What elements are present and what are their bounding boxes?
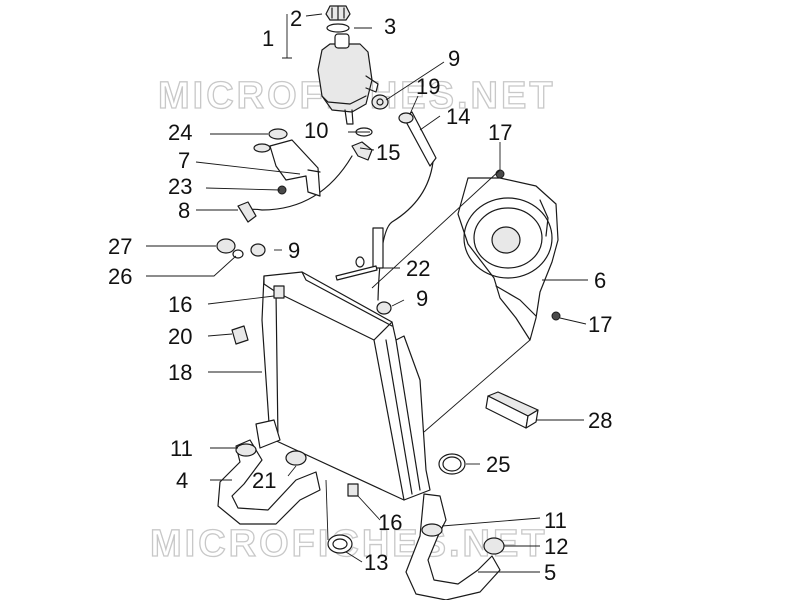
callout-25: 25 [486,452,510,477]
callout-4: 4 [176,468,188,493]
callout-28: 28 [588,408,612,433]
callout-9-right: 9 [416,286,428,311]
callout-19: 19 [416,74,440,99]
clamp-25 [438,453,466,475]
clamp-12 [483,537,505,555]
hose-4 [217,419,321,525]
callout-9-left: 9 [288,238,300,263]
callout-27: 27 [108,234,132,259]
bushing-27 [216,238,236,254]
expansion-tank [317,33,379,125]
hose-clamp-9-right [376,301,392,315]
clamp-11-left [235,443,257,457]
callout-16-top: 16 [168,292,192,317]
callout-9-top: 9 [448,46,460,71]
callout-14: 14 [446,104,470,129]
bushing-24 [253,128,288,153]
callout-11-right: 11 [544,508,567,533]
radiator [261,271,431,501]
clip-16-bottom [347,483,359,497]
callout-13: 13 [364,550,388,575]
callout-23: 23 [168,174,192,199]
callout-2: 2 [290,6,302,31]
clamp-13 [327,534,353,554]
callout-18: 18 [168,360,192,385]
callout-15: 15 [376,140,400,165]
tank-cap [325,5,351,21]
cooling-fan [457,177,559,341]
foam-pad-28 [485,391,539,429]
callout-7: 7 [178,148,190,173]
bolt-22 [335,256,378,281]
hose-clamp-9-left [250,243,266,257]
callout-5: 5 [544,560,556,585]
callout-11-left: 11 [170,436,193,461]
callout-16-bottom: 16 [378,510,402,535]
bushing-21 [285,450,307,466]
clip-16-top [273,285,285,299]
clamp-11-right [421,523,443,537]
callout-3: 3 [384,14,396,39]
callout-26: 26 [108,264,132,289]
cap-seal [326,23,350,33]
overflow-hose [372,111,437,301]
callout-8: 8 [178,198,190,223]
screw-17-top [495,169,505,179]
callout-17-bottom: 17 [588,312,612,337]
clip-20 [231,325,249,345]
callout-10: 10 [304,118,328,143]
callout-22: 22 [406,256,430,281]
bracket-7 [269,139,321,197]
callout-20: 20 [168,324,192,349]
callout-17-top: 17 [488,120,512,145]
callout-21: 21 [252,468,276,493]
callout-1: 1 [262,26,274,51]
hose-clamp-9-top [371,94,389,110]
callout-12: 12 [544,534,568,559]
screw-17-bottom [551,311,561,321]
callout-6: 6 [594,268,606,293]
hose-8-end [237,201,257,223]
callout-24: 24 [168,120,192,145]
